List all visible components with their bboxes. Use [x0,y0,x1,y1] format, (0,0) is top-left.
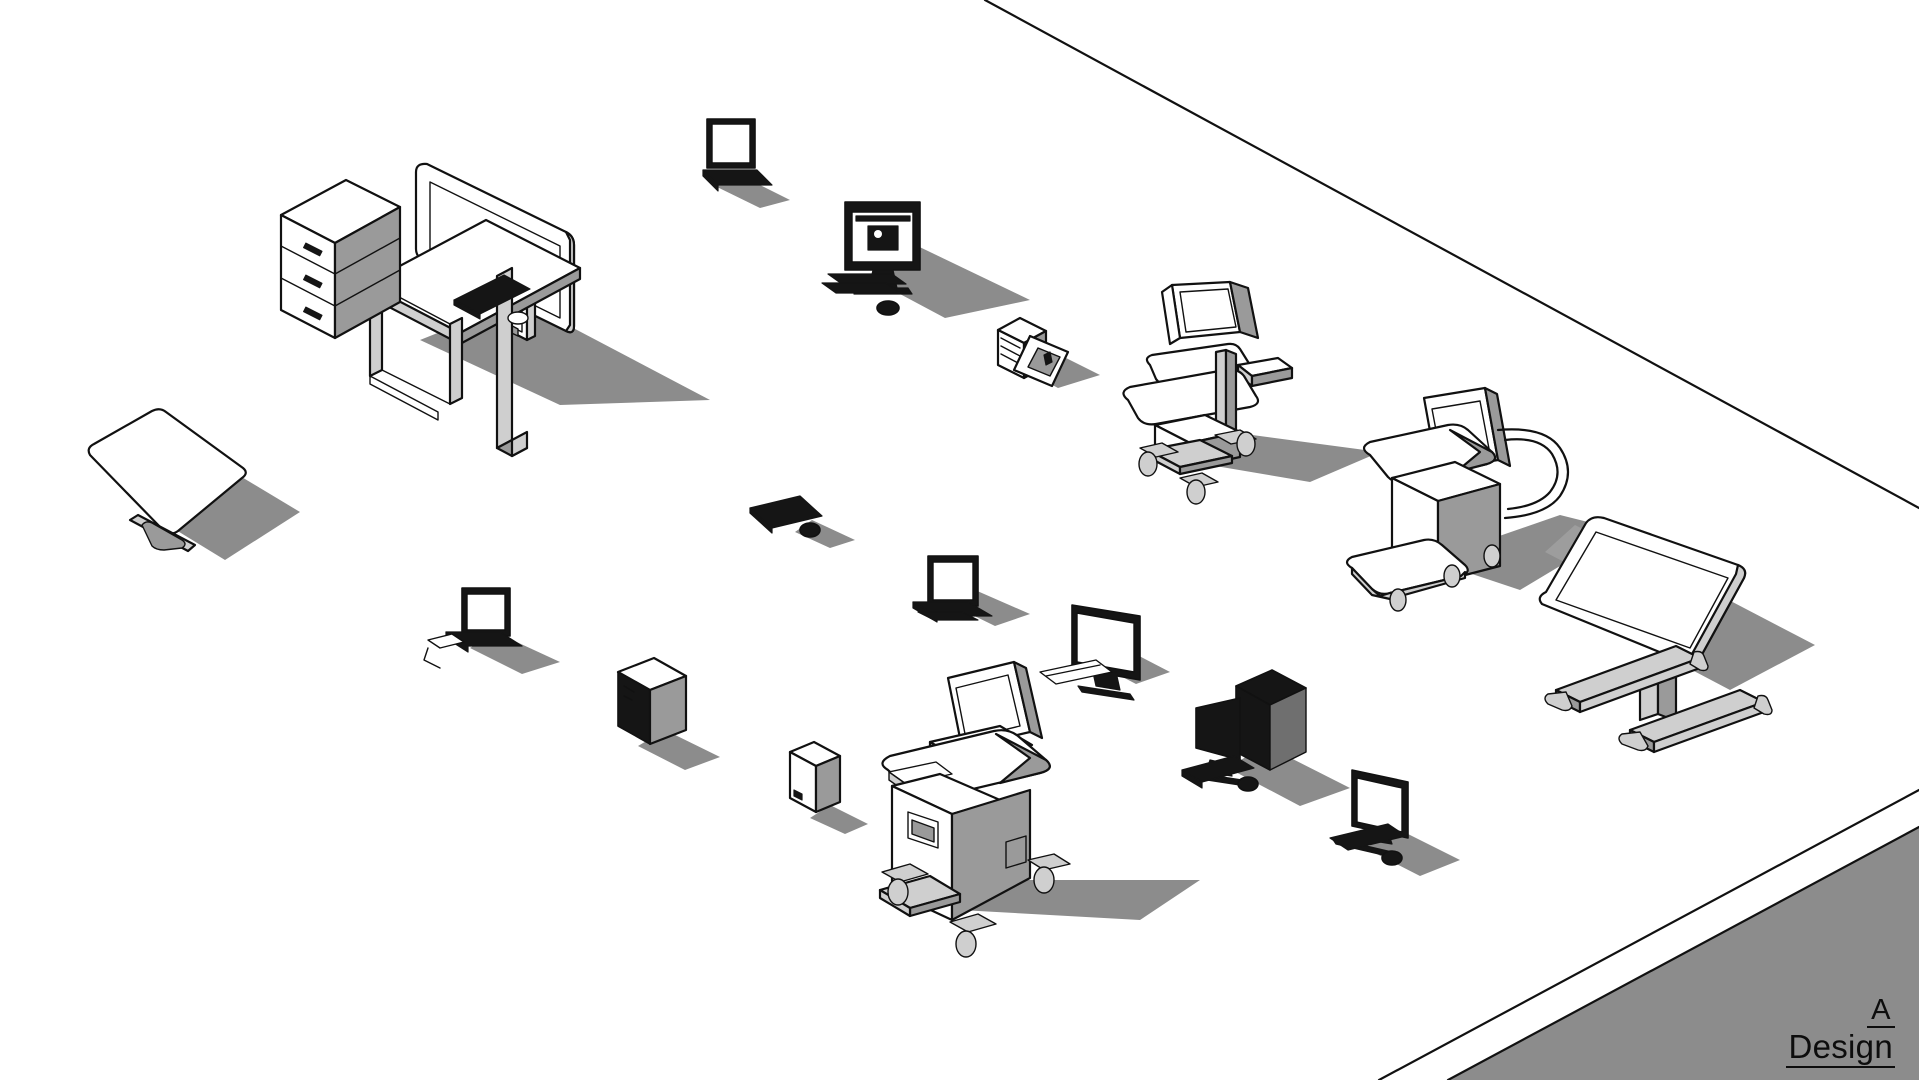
mobile-cart-laptop [878,660,1071,958]
three-drawer-pedestal-cabinet [279,178,402,340]
mini-tower-pc [996,316,1070,388]
tower-with-monitor-keyboard-mouse [1181,669,1307,792]
tablet-display-on-stand [87,408,247,553]
monitor-with-keyboard-mouse [1329,769,1409,866]
laptop-open-top [702,118,773,192]
large-tilted-display-on-rolling-stand [1538,516,1773,754]
upper-right-floor-edge [983,0,1919,510]
laptop-open-left [423,587,523,669]
all-in-one-desktop [821,201,921,316]
watermark: A Design [1786,994,1895,1068]
desktop-tower-small [788,740,842,814]
watermark-line-1: A [1867,994,1895,1029]
mobile-cart-crt-monitor [1122,280,1294,505]
mobile-cart-tablet [1345,386,1570,612]
workstation-desk-with-privacy-screen [364,162,582,458]
lower-right-floor-edge-inner [1446,825,1919,1080]
flat-monitor-with-keyboard [1039,604,1141,701]
screen-content-icon [855,215,911,251]
laptop-open-mid [912,555,993,623]
desktop-tower-black [616,656,688,746]
watermark-line-2: Design [1786,1030,1895,1068]
keyboard-and-mouse [749,495,823,538]
lower-right-floor-edge-outer [1377,788,1919,1080]
